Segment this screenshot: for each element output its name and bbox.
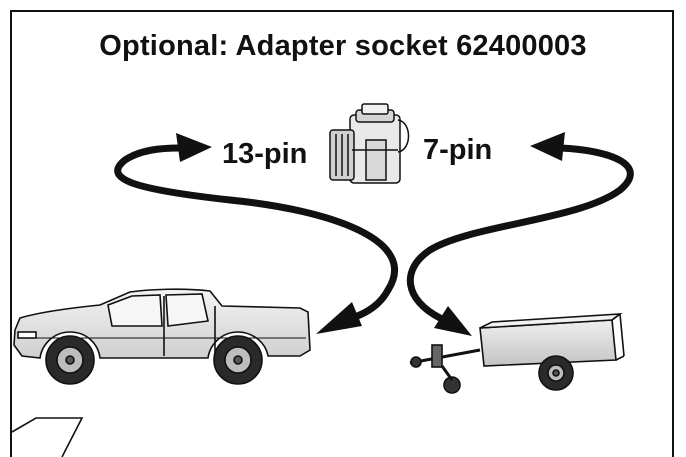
arrowhead-truck — [316, 302, 362, 334]
arrowhead-trailer — [434, 306, 472, 336]
arrowhead-13pin — [176, 133, 212, 162]
corner-cut-mark — [11, 417, 84, 457]
arrowhead-7pin — [530, 132, 565, 161]
frame-border — [10, 10, 674, 457]
pickup-truck-icon — [13, 288, 311, 385]
adapter-socket-icon — [329, 103, 410, 184]
box-trailer-icon — [409, 313, 625, 394]
label-13-pin: 13-pin — [222, 138, 308, 170]
diagram-title: Optional: Adapter socket 62400003 — [99, 30, 587, 62]
arrow-truck-to-13pin — [114, 133, 398, 334]
label-7-pin: 7-pin — [423, 134, 493, 166]
arrow-7pin-to-trailer — [406, 132, 634, 336]
